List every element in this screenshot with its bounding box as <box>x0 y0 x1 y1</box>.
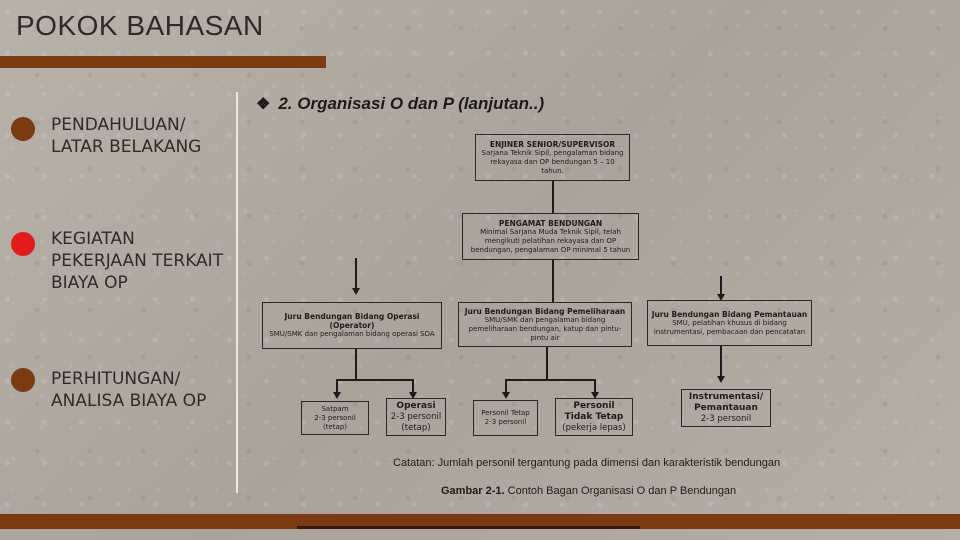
diamond-bullet-icon: ❖ <box>256 96 271 113</box>
org-box-line: 2-3 personil <box>390 411 442 422</box>
bullet-icon <box>11 232 35 256</box>
section-subtitle-text: 2. Organisasi O dan P (lanjutan..) <box>278 94 545 113</box>
caption-text: Contoh Bagan Organisasi O dan P Bendunga… <box>504 485 737 497</box>
org-box-head: PENGAMAT BENDUNGAN <box>498 218 603 228</box>
org-box-operasi-staff: Operasi 2-3 personil (tetap) <box>386 398 446 436</box>
arrow-down-icon <box>352 288 360 295</box>
arrow-down-icon <box>502 392 510 399</box>
vertical-divider <box>236 92 238 493</box>
org-box-line: (tetap) <box>401 422 431 433</box>
sidebar-item-pendahuluan[interactable]: PENDAHULUAN/ LATAR BELAKANG <box>51 115 202 157</box>
org-box-head: Juru Bendungan Bidang Pemantauan <box>651 309 808 319</box>
figure-caption: Gambar 2-1. Contoh Bagan Organisasi O da… <box>441 485 736 497</box>
chart-note: Catatan: Jumlah personil tergantung pada… <box>393 457 781 469</box>
org-box-line: 2-3 personil <box>700 413 752 424</box>
page-title: POKOK BAHASAN <box>16 10 264 41</box>
org-box-head: Personil Tidak Tetap <box>564 400 624 422</box>
footer-bar <box>0 514 960 529</box>
connector-line <box>720 276 722 294</box>
org-box-juru-pemeliharaan: Juru Bendungan Bidang Pemeliharaan SMU/S… <box>458 302 632 347</box>
org-box-desc: SMU, pelatihan khusus di bidang instrume… <box>653 318 806 336</box>
sidebar-item-perhitungan[interactable]: PERHITUNGAN/ ANALISA BIAYA OP <box>51 369 207 411</box>
org-box-line: (tetap) <box>323 422 347 431</box>
connector-line <box>552 180 554 214</box>
connector-line <box>720 346 722 376</box>
connector-line <box>412 379 414 393</box>
connector-line <box>546 347 548 379</box>
org-box-head: Juru Bendungan Bidang Pemeliharaan <box>464 306 626 316</box>
arrow-down-icon <box>333 392 341 399</box>
org-box-personil-tetap: Personil Tetap 2-3 personil <box>473 400 538 436</box>
org-box-head: Operasi <box>396 400 436 411</box>
arrow-down-icon <box>409 392 417 399</box>
bullet-icon <box>11 117 35 141</box>
connector-line <box>355 349 357 379</box>
org-box-instrumentasi: Instrumentasi/ Pemantauan 2-3 personil <box>681 389 771 427</box>
title-underline-bar <box>0 56 326 68</box>
connector-line <box>336 379 413 381</box>
org-box-desc: SMU/SMK dan pengalaman bidang operasi SD… <box>269 330 435 338</box>
org-box-line: Satpam <box>321 404 349 413</box>
sidebar-item-kegiatan[interactable]: KEGIATAN PEKERJAAN TERKAIT BIAYA OP <box>51 229 224 293</box>
connector-line <box>505 379 507 393</box>
bullet-icon <box>11 368 35 392</box>
org-box-engineer: ENJINER SENIOR/SUPERVISOR Sarjana Teknik… <box>475 134 630 181</box>
org-box-head: Instrumentasi/ Pemantauan <box>688 391 764 413</box>
connector-line <box>355 258 357 288</box>
org-box-desc: SMU/SMK dan pengalaman bidang pemelihara… <box>468 315 622 342</box>
org-box-observer: PENGAMAT BENDUNGAN Minimal Sarjana Muda … <box>462 213 639 260</box>
org-box-line: 2-3 personil <box>314 413 356 422</box>
arrow-down-icon <box>717 376 725 383</box>
caption-label: Gambar 2-1. <box>441 485 505 497</box>
org-box-satpam: Satpam 2-3 personil (tetap) <box>301 401 369 435</box>
org-box-line: Personil Tetap <box>481 409 530 417</box>
connector-line <box>594 379 596 393</box>
arrow-down-icon <box>717 294 725 301</box>
org-box-juru-operasi: Juru Bendungan Bidang Operasi (Operator)… <box>262 302 442 349</box>
connector-line <box>552 260 554 303</box>
org-box-line: (pekerja lepas) <box>562 422 626 433</box>
org-box-personil-tidak-tetap: Personil Tidak Tetap (pekerja lepas) <box>555 398 633 436</box>
org-box-head: Juru Bendungan Bidang Operasi (Operator) <box>284 312 420 330</box>
org-box-desc: Sarjana Teknik Sipil, pengalaman bidang … <box>481 148 624 175</box>
org-box-head: ENJINER SENIOR/SUPERVISOR <box>489 139 616 149</box>
org-box-desc: Minimal Sarjana Muda Teknik Sipil, telah… <box>470 227 631 254</box>
org-box-juru-pemantauan: Juru Bendungan Bidang Pemantauan SMU, pe… <box>647 300 812 346</box>
section-subtitle: ❖ 2. Organisasi O dan P (lanjutan..) <box>256 94 544 114</box>
arrow-down-icon <box>591 392 599 399</box>
footer-accent-line <box>297 526 640 529</box>
connector-line <box>505 379 595 381</box>
org-box-line: 2-3 personil <box>484 418 527 426</box>
connector-line <box>336 379 338 393</box>
